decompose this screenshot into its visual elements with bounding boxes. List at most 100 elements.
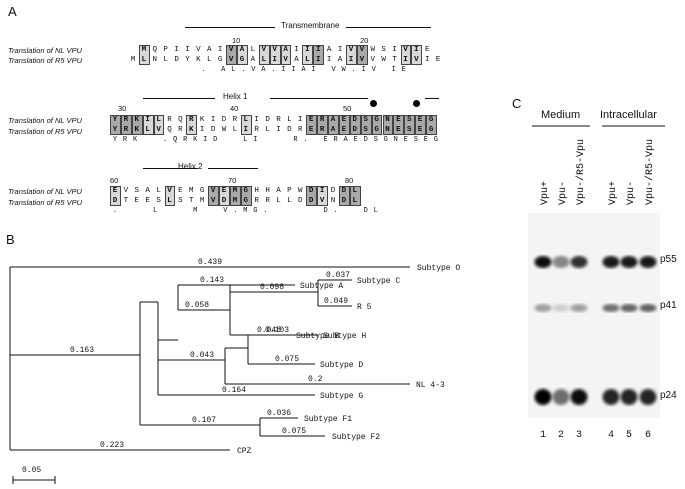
residue-cell: L	[265, 126, 270, 134]
conserved-box	[120, 115, 132, 135]
branch-length-label: 0.058	[185, 301, 209, 310]
consensus-char: I	[253, 136, 258, 144]
consensus-char: A	[301, 66, 306, 74]
residue-cell: E	[134, 197, 140, 205]
residue-cell: M	[199, 197, 205, 205]
band-label-p24: p24	[660, 390, 677, 401]
position-number-10: 10	[232, 36, 241, 45]
residue-cell: I	[269, 55, 280, 65]
residue-cell: A	[237, 45, 247, 55]
residue-cell: L	[142, 125, 153, 135]
seq-label-r5-1: Translation of R5 VPU	[8, 56, 83, 65]
residue-cell: Q	[178, 116, 183, 124]
residue-cell: V	[317, 196, 328, 206]
residue-cell: K	[196, 56, 201, 64]
residue-cell: D	[221, 116, 227, 124]
band-p41	[552, 304, 570, 312]
consensus-char: D	[323, 207, 328, 215]
residue-cell: S	[381, 46, 386, 54]
residue-cell: I	[337, 46, 343, 54]
consensus-char: D	[363, 207, 368, 215]
consensus-char: I	[391, 66, 396, 74]
residue-cell: S	[404, 125, 415, 135]
position-number-30: 30	[118, 104, 127, 113]
residue-cell: I	[254, 116, 259, 124]
consensus-char: I	[203, 136, 208, 144]
residue-cell: E	[178, 187, 183, 195]
band-p55	[602, 256, 620, 268]
residue-cell: N	[382, 115, 393, 125]
residue-cell: D	[298, 197, 303, 205]
lane-label: Vpu-	[558, 181, 569, 205]
residue-cell: D	[349, 125, 360, 135]
residue-cell: N	[382, 125, 393, 135]
conserved-box	[229, 186, 241, 206]
consensus-char: E	[403, 136, 408, 144]
consensus-char: M	[243, 207, 248, 215]
residue-cell: L	[302, 55, 313, 65]
residue-cell: V	[208, 186, 219, 196]
consensus-char: .	[333, 207, 338, 215]
residue-cell: R	[167, 116, 172, 124]
seq-label-r5-3: Translation of R5 VPU	[8, 198, 83, 207]
conserved-box	[258, 45, 270, 65]
conserved-box	[226, 45, 237, 65]
position-number-60: 60	[110, 176, 119, 185]
consensus-char: S	[413, 136, 418, 144]
conserved-box	[426, 115, 437, 135]
residue-cell: A	[294, 56, 299, 64]
branch-length-label: 0.048	[257, 326, 281, 335]
conserved-box	[153, 115, 165, 135]
conserved-box	[400, 45, 412, 65]
consensus-char: V	[251, 66, 256, 74]
residue-cell: M	[229, 186, 240, 196]
residue-cell: R	[178, 126, 183, 134]
residue-cell: L	[207, 56, 212, 64]
residue-cell: D	[174, 56, 179, 64]
consensus-char: .	[263, 207, 268, 215]
residue-cell: I	[400, 55, 411, 65]
residue-cell: Q	[167, 126, 172, 134]
residue-cell: K	[199, 116, 205, 124]
residue-cell: L	[349, 186, 360, 196]
consensus-char: E	[401, 66, 406, 74]
residue-cell: H	[254, 187, 259, 195]
consensus-char: .	[351, 66, 356, 74]
consensus-char: Y	[112, 136, 118, 144]
transmembrane-line-right	[346, 27, 431, 28]
residue-cell: V	[196, 46, 201, 54]
consensus-char: E	[353, 136, 358, 144]
residue-cell: Y	[110, 125, 120, 135]
residue-cell: R	[186, 115, 197, 125]
conserved-box	[138, 45, 150, 65]
consensus-char: W	[341, 66, 346, 74]
residue-cell: A	[328, 115, 338, 125]
residue-cell: A	[328, 125, 338, 135]
residue-cell: K	[131, 115, 142, 125]
taxon-label-subtype-g: Subtype G	[320, 392, 363, 401]
residue-cell: I	[185, 46, 190, 54]
conserved-box	[306, 186, 318, 206]
transmembrane-annotation: Transmembrane	[281, 21, 340, 30]
conserved-box	[317, 186, 328, 206]
residue-cell: M	[229, 196, 240, 206]
consensus-char: .	[163, 136, 168, 144]
residue-cell: E	[415, 115, 426, 125]
branch-length-label: 0.036	[267, 409, 291, 418]
band-p41	[639, 304, 657, 312]
residue-cell: R	[276, 116, 281, 124]
residue-cell: M	[189, 187, 194, 195]
residue-cell: R	[317, 125, 328, 135]
consensus-char: E	[423, 136, 428, 144]
branch-length-label: 0.037	[326, 271, 350, 280]
residue-cell: D	[265, 116, 270, 124]
residue-cell: R	[254, 197, 259, 205]
residue-cell: E	[110, 186, 120, 196]
scale-bar-label: 0.05	[22, 466, 41, 475]
band-p41	[620, 304, 638, 312]
conserved-box	[415, 115, 427, 135]
band-label-p55: p55	[660, 254, 677, 265]
